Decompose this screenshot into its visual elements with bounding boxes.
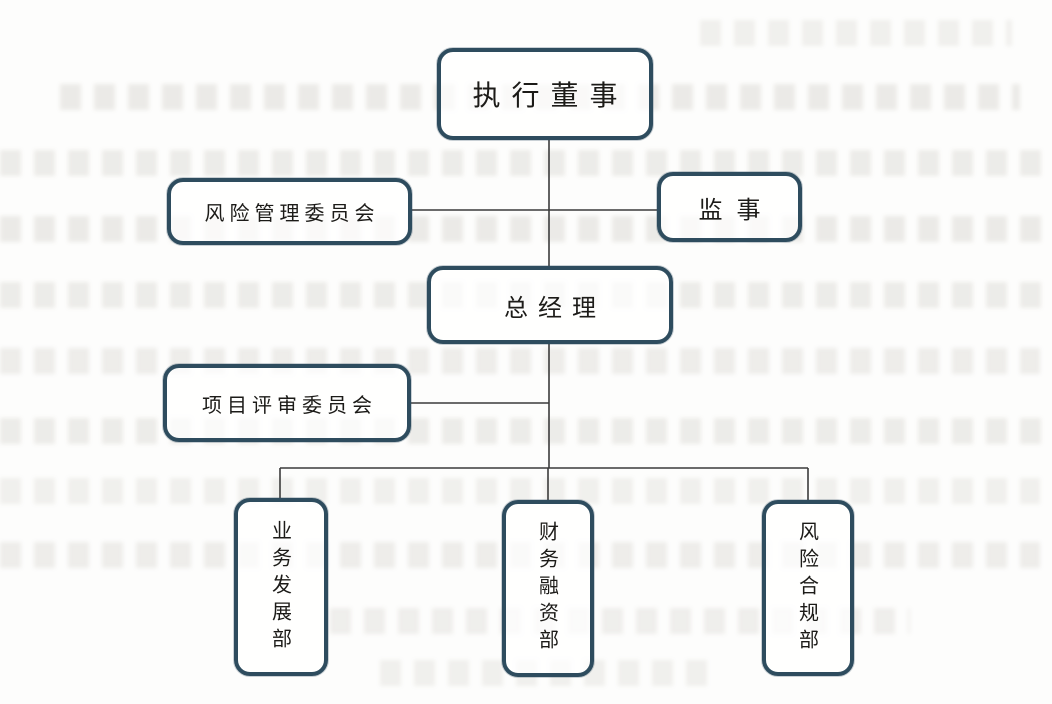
node-business-development-dept: 业务发展部 (234, 498, 328, 676)
scan-bleed-artifact (0, 478, 1040, 504)
node-risk-management-committee-label: 风险管理委员会 (204, 201, 380, 225)
node-finance-financing-dept: 财务融资部 (502, 500, 594, 677)
node-risk-management-committee: 风险管理委员会 (167, 178, 412, 245)
node-general-manager-label: 总经理 (504, 293, 606, 322)
node-executive-director-label: 执行董事 (472, 79, 629, 112)
node-project-review-committee: 项目评审委员会 (163, 364, 411, 442)
node-risk-compliance-dept-label: 风险合规部 (795, 520, 820, 656)
node-general-manager: 总经理 (427, 266, 673, 344)
node-executive-director: 执行董事 (437, 48, 653, 140)
node-business-development-dept-label: 业务发展部 (268, 519, 293, 655)
node-project-review-committee-label: 项目评审委员会 (202, 392, 377, 417)
node-finance-financing-dept-label: 财务融资部 (535, 521, 560, 656)
scan-bleed-artifact (0, 150, 1052, 176)
scan-bleed-artifact (700, 20, 1012, 46)
node-supervisor: 监事 (657, 172, 802, 242)
node-risk-compliance-dept: 风险合规部 (762, 500, 854, 676)
node-supervisor-label: 监事 (698, 195, 775, 224)
